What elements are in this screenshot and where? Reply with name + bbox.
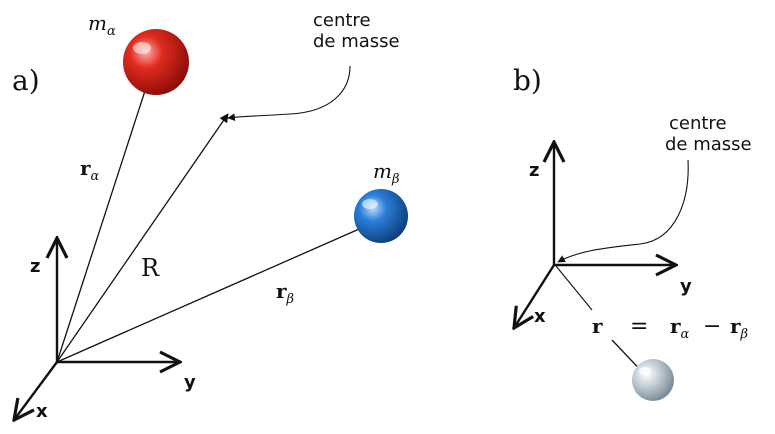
- r-alpha-vector: [56, 59, 157, 363]
- eq-r-beta-symbol: r: [730, 314, 741, 338]
- mass-beta-highlight: [362, 199, 378, 209]
- panel-b: b) z y x centre de masse r = rα −: [513, 64, 752, 401]
- panel-b-y-label: y: [680, 276, 692, 297]
- panel-b-centre-pointer: [557, 159, 689, 263]
- panel-a-centre-line1: centre: [313, 10, 371, 31]
- r-alpha-label: rα: [80, 156, 100, 184]
- panel-b-x-label: x: [534, 306, 546, 327]
- panel-b-centre-line2: de masse: [665, 134, 752, 155]
- r-beta-symbol: r: [276, 279, 287, 303]
- eq-minus: −: [703, 314, 721, 339]
- r-beta-vector: [56, 225, 367, 363]
- R-label: R: [141, 254, 160, 282]
- mass-beta-symbol: m: [373, 159, 392, 183]
- r-beta-subscript: β: [286, 292, 295, 307]
- panel-a-axes: [14, 238, 180, 420]
- panel-a: a) z y x centre de masse mα: [12, 10, 408, 422]
- panel-a-x-label: x: [36, 401, 48, 422]
- panel-a-centre-pointer: [227, 65, 351, 121]
- eq-beta-subscript: β: [740, 327, 749, 342]
- panel-a-centre-label: centre de masse: [313, 10, 400, 52]
- reduced-mass-highlight: [639, 367, 651, 375]
- panel-b-label: b): [513, 64, 542, 97]
- panel-b-x-axis: [514, 264, 556, 328]
- mass-alpha-highlight: [133, 42, 151, 54]
- eq-r: r: [592, 314, 603, 338]
- r-alpha-symbol: r: [80, 156, 91, 180]
- panel-a-z-label: z: [30, 256, 40, 277]
- panel-a-centre-line2: de masse: [313, 31, 400, 52]
- mass-beta-label: mβ: [373, 159, 399, 187]
- panel-a-x-axis: [14, 361, 58, 420]
- relative-position-equation: r = rα − rβ: [592, 314, 748, 342]
- mass-alpha-sphere: [123, 29, 189, 95]
- panel-a-y-label: y: [184, 372, 196, 393]
- R-vector: [56, 113, 229, 363]
- eq-r-alpha-symbol: r: [670, 314, 681, 338]
- mass-alpha-symbol: m: [88, 11, 107, 35]
- panel-b-centre-line1: centre: [669, 113, 727, 134]
- mass-alpha-label: mα: [88, 11, 116, 39]
- panel-b-axes: [514, 142, 676, 328]
- eq-alpha-subscript: α: [681, 327, 690, 342]
- r-beta-label: rβ: [276, 279, 294, 307]
- mass-beta-subscript: β: [391, 172, 400, 187]
- mass-beta-sphere: [354, 189, 408, 243]
- r-alpha-subscript: α: [91, 169, 100, 184]
- panel-b-z-label: z: [529, 160, 539, 181]
- panel-b-r-line: [555, 265, 593, 311]
- mass-alpha-subscript: α: [107, 24, 116, 39]
- panel-b-centre-label: centre de masse: [665, 113, 752, 155]
- eq-r-alpha: rα: [670, 314, 690, 342]
- eq-r-beta: rβ: [730, 314, 748, 342]
- panel-a-label: a): [12, 64, 40, 97]
- reduced-mass-sphere: [632, 359, 674, 401]
- eq-equals: =: [630, 314, 648, 339]
